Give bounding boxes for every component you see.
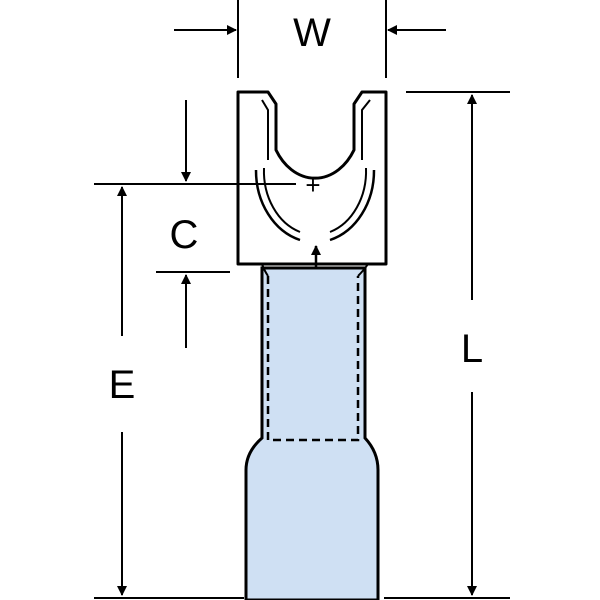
stud-offset-label: C: [170, 213, 199, 257]
center-mark: +: [305, 170, 320, 200]
end-length-label: E: [109, 363, 136, 407]
hidden-barrel-outline: [266, 276, 360, 442]
width-dimension: W: [174, 0, 446, 78]
end-length-dimension: E: [94, 186, 244, 599]
fork-tongue: [236, 90, 388, 277]
insulation-sleeve: [244, 266, 380, 600]
length-dimension: L: [384, 91, 510, 599]
width-label: W: [293, 11, 331, 55]
stud-offset-dimension: C: [94, 100, 296, 348]
length-label: L: [461, 327, 483, 371]
